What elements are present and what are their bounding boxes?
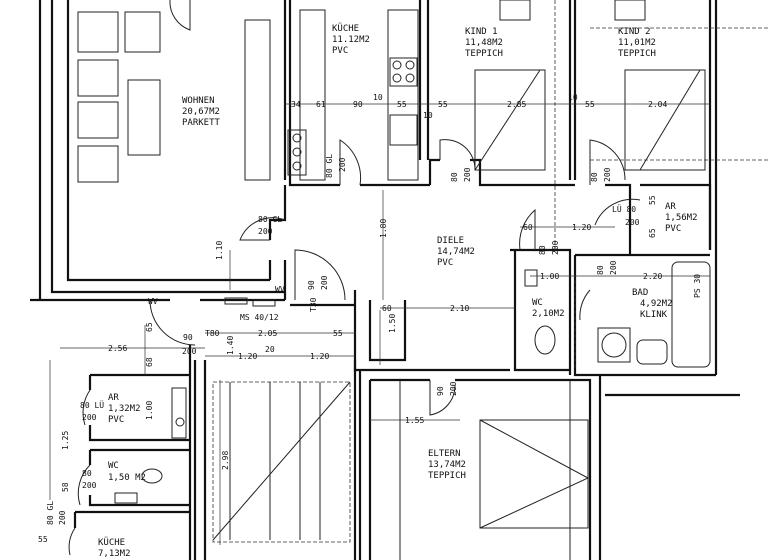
svg-text:T80: T80 xyxy=(205,329,220,338)
svg-text:200: 200 xyxy=(463,167,472,182)
svg-text:10: 10 xyxy=(423,111,433,120)
svg-text:68: 68 xyxy=(145,357,154,367)
dimension-labels: 34 61 90 10 55 10 55 2.85 10 55 2.04 1.8… xyxy=(38,93,702,544)
svg-text:200: 200 xyxy=(82,413,97,422)
svg-text:2.56: 2.56 xyxy=(108,344,127,353)
svg-text:80 LÜ: 80 LÜ xyxy=(80,400,104,410)
svg-text:10: 10 xyxy=(373,93,383,102)
svg-text:1.25: 1.25 xyxy=(61,431,70,450)
bed-kind1 xyxy=(474,69,546,171)
svg-text:61: 61 xyxy=(316,100,326,109)
bed-eltern xyxy=(479,419,589,529)
svg-text:1.00: 1.00 xyxy=(540,272,559,281)
svg-text:90: 90 xyxy=(436,386,445,396)
svg-text:80: 80 xyxy=(538,245,547,255)
svg-text:55: 55 xyxy=(397,100,407,109)
svg-text:2.20: 2.20 xyxy=(643,272,662,281)
svg-text:34: 34 xyxy=(291,100,301,109)
svg-text:80 GL: 80 GL xyxy=(325,154,334,178)
svg-text:200: 200 xyxy=(258,227,273,236)
svg-text:200: 200 xyxy=(449,381,458,396)
svg-text:2.04: 2.04 xyxy=(648,100,667,109)
svg-text:80: 80 xyxy=(596,265,605,275)
svg-text:80 GL: 80 GL xyxy=(258,215,282,224)
svg-text:1.00: 1.00 xyxy=(145,401,154,420)
svg-text:55: 55 xyxy=(38,535,48,544)
svg-text:1.20: 1.20 xyxy=(310,352,329,361)
svg-text:80: 80 xyxy=(590,172,599,182)
fixtures xyxy=(77,0,768,560)
walls xyxy=(30,0,740,560)
svg-text:WV: WV xyxy=(148,297,158,306)
kitchen-counter xyxy=(387,9,419,181)
svg-text:1.40: 1.40 xyxy=(226,336,235,355)
svg-text:200: 200 xyxy=(603,167,612,182)
svg-text:55: 55 xyxy=(333,329,343,338)
toilet-icon xyxy=(534,325,556,355)
svg-text:WV: WV xyxy=(275,285,285,294)
sink-icon xyxy=(389,114,418,146)
svg-text:1.80: 1.80 xyxy=(379,219,388,238)
dimension-lines xyxy=(49,103,710,545)
svg-text:55: 55 xyxy=(438,100,448,109)
svg-text:200: 200 xyxy=(551,240,560,255)
svg-text:80: 80 xyxy=(82,469,92,478)
door-swings xyxy=(68,0,641,556)
svg-text:1.20: 1.20 xyxy=(238,352,257,361)
svg-text:1.50: 1.50 xyxy=(388,314,397,333)
svg-text:65: 65 xyxy=(145,322,154,332)
svg-text:90: 90 xyxy=(183,333,193,342)
svg-text:55: 55 xyxy=(585,100,595,109)
svg-text:200: 200 xyxy=(338,157,347,172)
svg-text:200: 200 xyxy=(609,260,618,275)
svg-text:200: 200 xyxy=(182,347,197,356)
svg-text:200: 200 xyxy=(320,275,329,290)
svg-text:80 GL: 80 GL xyxy=(46,501,55,525)
bed-kind2 xyxy=(624,69,706,171)
svg-text:60: 60 xyxy=(523,223,533,232)
svg-text:1.55: 1.55 xyxy=(405,416,424,425)
svg-text:MS 40/12: MS 40/12 xyxy=(240,313,279,322)
svg-text:1.20: 1.20 xyxy=(572,223,591,232)
svg-text:65: 65 xyxy=(648,228,657,238)
svg-text:55: 55 xyxy=(648,195,657,205)
svg-text:1.10: 1.10 xyxy=(215,241,224,260)
svg-text:200: 200 xyxy=(625,218,640,227)
stove-icon xyxy=(389,57,418,87)
svg-text:58: 58 xyxy=(61,482,70,492)
door-labels: 80 GL 200 80 200 80 200 80 GL 200 90 200… xyxy=(46,154,640,525)
svg-text:PS 30: PS 30 xyxy=(693,274,702,298)
svg-text:90: 90 xyxy=(353,100,363,109)
svg-text:60: 60 xyxy=(382,304,392,313)
svg-text:T30: T30 xyxy=(309,297,318,312)
bathtub-icon xyxy=(671,261,711,368)
svg-text:20: 20 xyxy=(265,345,275,354)
svg-text:2.85: 2.85 xyxy=(507,100,526,109)
svg-text:200: 200 xyxy=(58,510,67,525)
svg-text:200: 200 xyxy=(82,481,97,490)
svg-text:LÜ 80: LÜ 80 xyxy=(612,204,636,214)
svg-text:2.05: 2.05 xyxy=(258,329,277,338)
svg-text:80: 80 xyxy=(450,172,459,182)
svg-text:90: 90 xyxy=(307,280,316,290)
washbasin-icon xyxy=(636,339,668,365)
svg-text:2.98: 2.98 xyxy=(221,451,230,470)
svg-text:2.10: 2.10 xyxy=(450,304,469,313)
svg-text:10: 10 xyxy=(568,93,578,102)
staircase xyxy=(212,381,351,543)
